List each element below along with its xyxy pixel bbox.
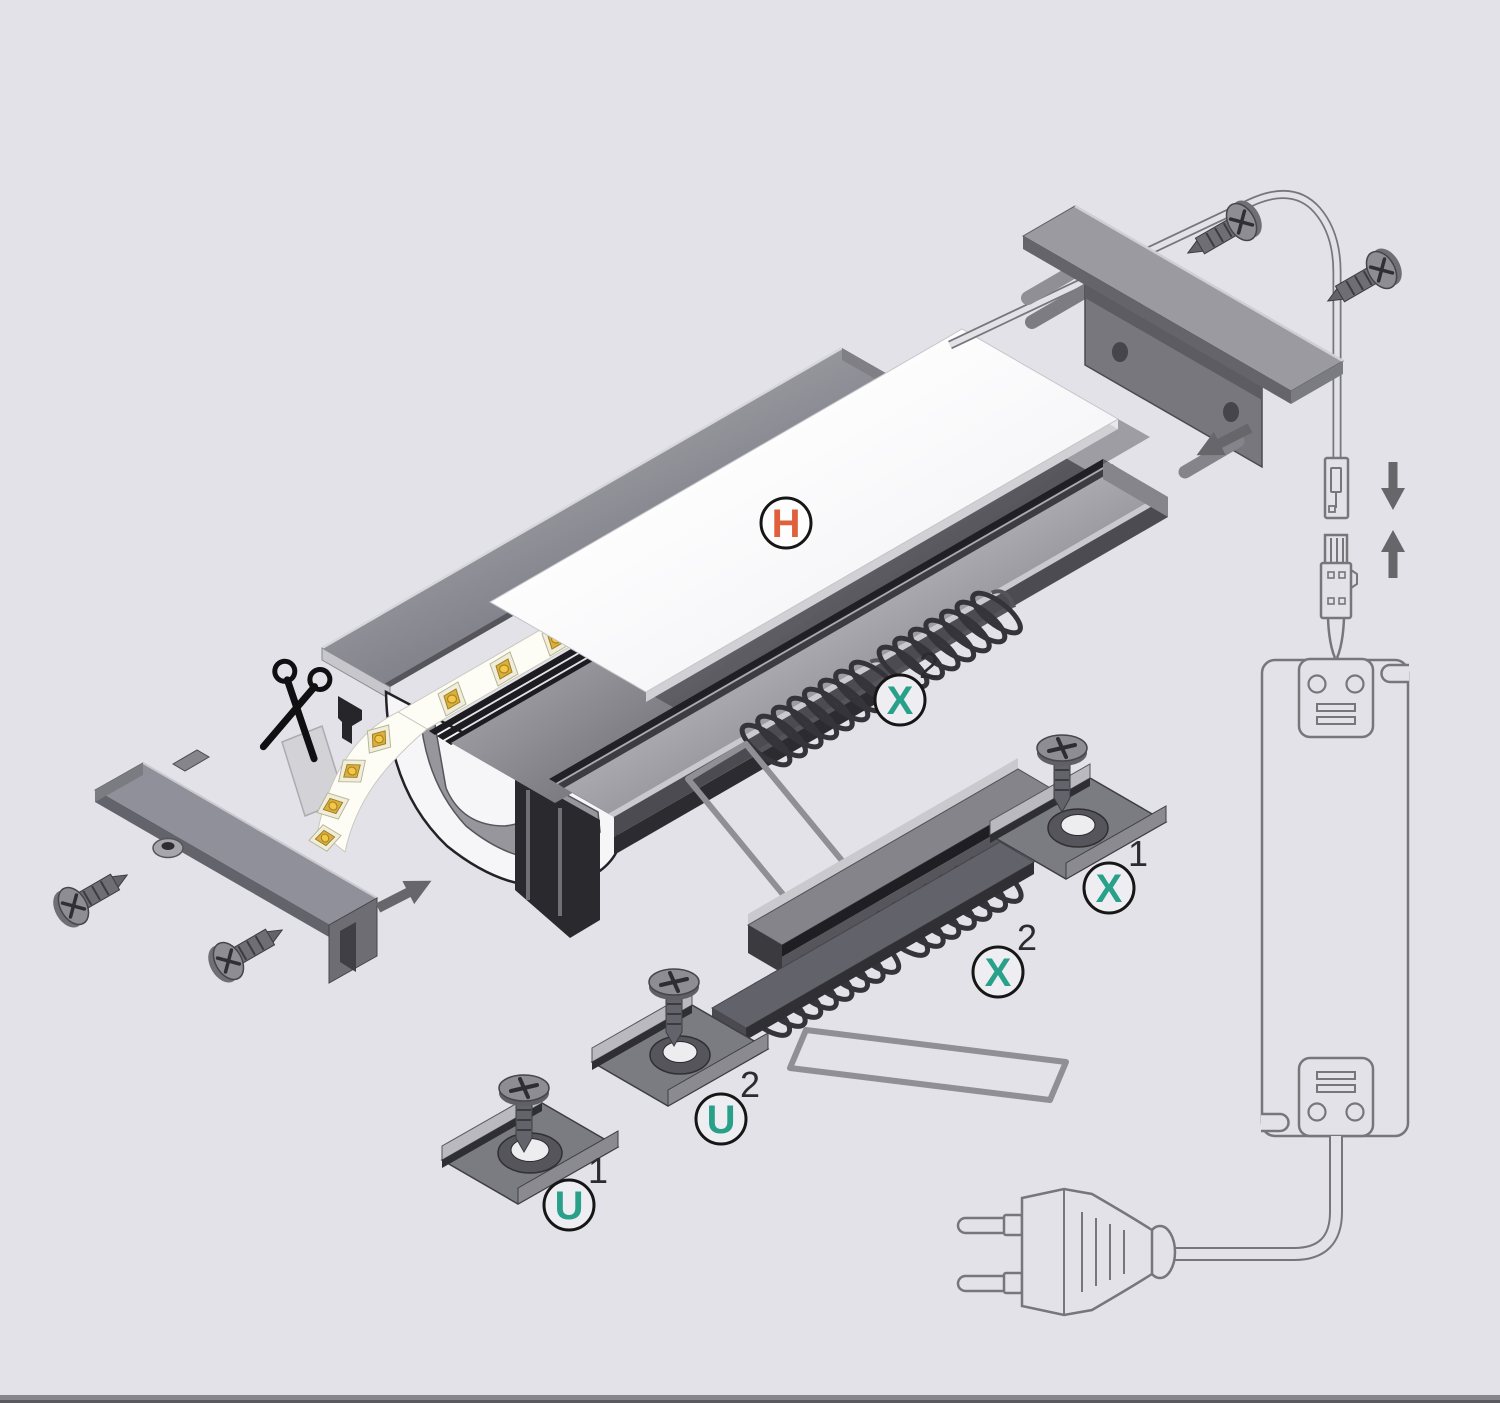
label-superscript: 1 <box>588 1150 608 1191</box>
label-superscript: 2 <box>740 1064 760 1105</box>
label-h: H <box>759 496 813 550</box>
label-x2-profile: X 2 <box>873 645 939 727</box>
connect-arrows-icon <box>1381 462 1405 578</box>
diffuser-shadow <box>646 419 1150 710</box>
label-superscript: 1 <box>1128 833 1148 874</box>
power-cable-mains <box>1172 1136 1343 1261</box>
label-letter: H <box>772 502 801 546</box>
bottom-border <box>0 1395 1500 1403</box>
label-ring <box>694 1092 748 1146</box>
label-letter: X <box>1096 867 1123 911</box>
mounting-clip-u2 <box>590 967 770 1107</box>
screw-left-2 <box>200 910 294 990</box>
power-cable-profile <box>948 190 1342 458</box>
bracket-wire-bail-down <box>787 1027 1069 1103</box>
label-x2-bracket: X 2 <box>971 917 1037 999</box>
led-profile <box>259 328 1168 938</box>
profile-end-cross-section <box>384 689 620 938</box>
connector-male <box>1323 456 1350 520</box>
label-x1: X 1 <box>1082 833 1148 915</box>
led-strip-curve <box>305 711 428 857</box>
label-u2: U 2 <box>694 1064 760 1146</box>
connector-female <box>1319 533 1358 659</box>
scissors-icon <box>259 658 333 763</box>
label-u1: U 1 <box>542 1150 608 1232</box>
label-letter: X <box>887 679 914 723</box>
power-plug <box>956 1187 1177 1317</box>
label-letter: U <box>555 1184 584 1228</box>
end-cap-right <box>1021 204 1344 479</box>
label-ring <box>542 1178 596 1232</box>
led-driver <box>1260 657 1410 1138</box>
label-letter: U <box>707 1098 736 1142</box>
profile-springs <box>739 589 1023 768</box>
label-ring <box>1082 861 1136 915</box>
mounting-clip-x1 <box>988 733 1168 880</box>
profile-front-flange <box>549 459 1168 855</box>
mounting-clip-u1 <box>440 1073 620 1205</box>
end-cap-left <box>93 749 379 984</box>
spring-bracket-assembly <box>685 741 1069 1103</box>
label-ring <box>873 673 927 727</box>
screw-left-1 <box>45 855 139 935</box>
label-ring <box>759 496 813 550</box>
insert-arrow-left-icon <box>372 869 438 920</box>
label-superscript: 2 <box>1017 917 1037 958</box>
label-superscript: 2 <box>919 645 939 686</box>
label-ring <box>971 945 1025 999</box>
label-letter: X <box>985 951 1012 995</box>
